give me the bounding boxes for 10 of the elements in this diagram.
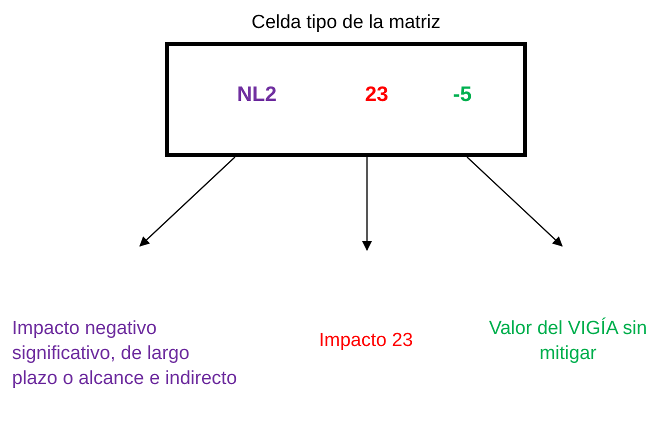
arrow — [362, 157, 372, 251]
cell-value: 23 — [365, 79, 388, 110]
description-text: Impacto negativo significativo, de largo plazo o alcance e indirecto — [12, 317, 238, 391]
cell-value: -5 — [453, 79, 472, 110]
cell-caption: Celda tipo de la matriz — [250, 11, 442, 35]
arrow — [139, 156, 236, 247]
description-text: Impacto 23 — [318, 329, 414, 353]
arrow — [466, 156, 563, 247]
description-text: Valor del VIGÍA sin mitigar — [488, 316, 648, 366]
cell-value: NL2 — [237, 79, 277, 110]
